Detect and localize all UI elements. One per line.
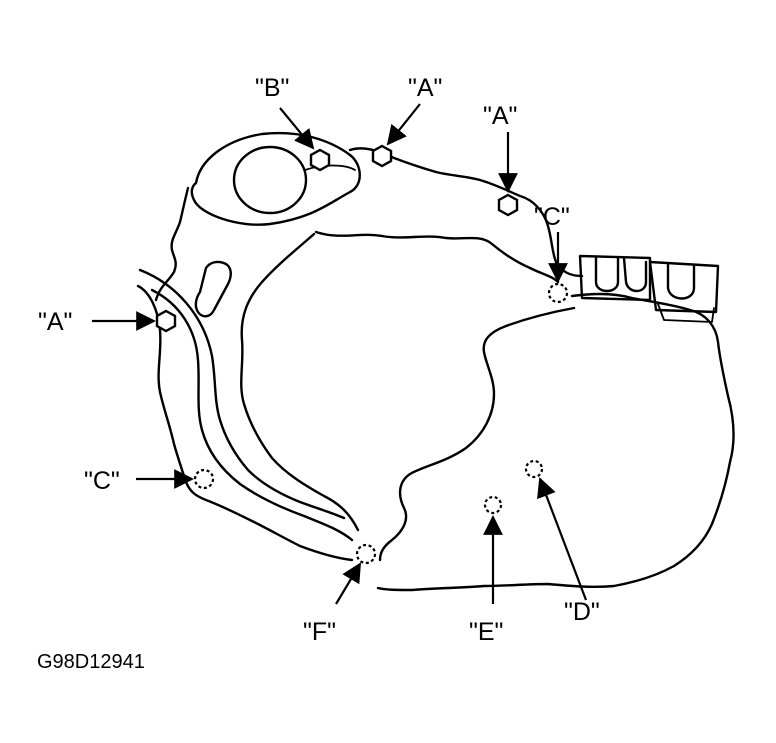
leader-arrows xyxy=(92,103,588,605)
bolt-b-icon xyxy=(309,148,331,172)
dowel-c-left xyxy=(193,468,215,490)
dowel-d xyxy=(524,459,544,479)
callout-a-left: "A" xyxy=(38,308,72,336)
bolt-a-left-icon xyxy=(155,309,177,333)
callout-b: "B" xyxy=(255,74,289,102)
inner-cavity xyxy=(240,230,576,562)
callout-c-right: "C" xyxy=(534,203,570,231)
callout-c-left: "C" xyxy=(84,467,120,495)
bolt-a-top-icon xyxy=(371,144,393,168)
figure-code: G98D12941 xyxy=(37,651,145,673)
upper-boss xyxy=(190,132,361,226)
callout-d: "D" xyxy=(564,598,600,626)
left-flange xyxy=(138,260,354,542)
case-outer-edge xyxy=(154,147,584,302)
callout-a-right: "A" xyxy=(483,102,517,130)
dowel-e xyxy=(483,495,503,515)
dowel-f xyxy=(355,543,377,565)
dowel-c-right xyxy=(547,282,569,304)
bolt-a-right-icon xyxy=(497,193,519,217)
callout-f: "F" xyxy=(303,618,336,646)
right-bracket xyxy=(578,254,720,323)
case-right-lobe xyxy=(376,292,735,592)
callout-a-top: "A" xyxy=(408,74,442,102)
callout-e: "E" xyxy=(469,618,503,646)
